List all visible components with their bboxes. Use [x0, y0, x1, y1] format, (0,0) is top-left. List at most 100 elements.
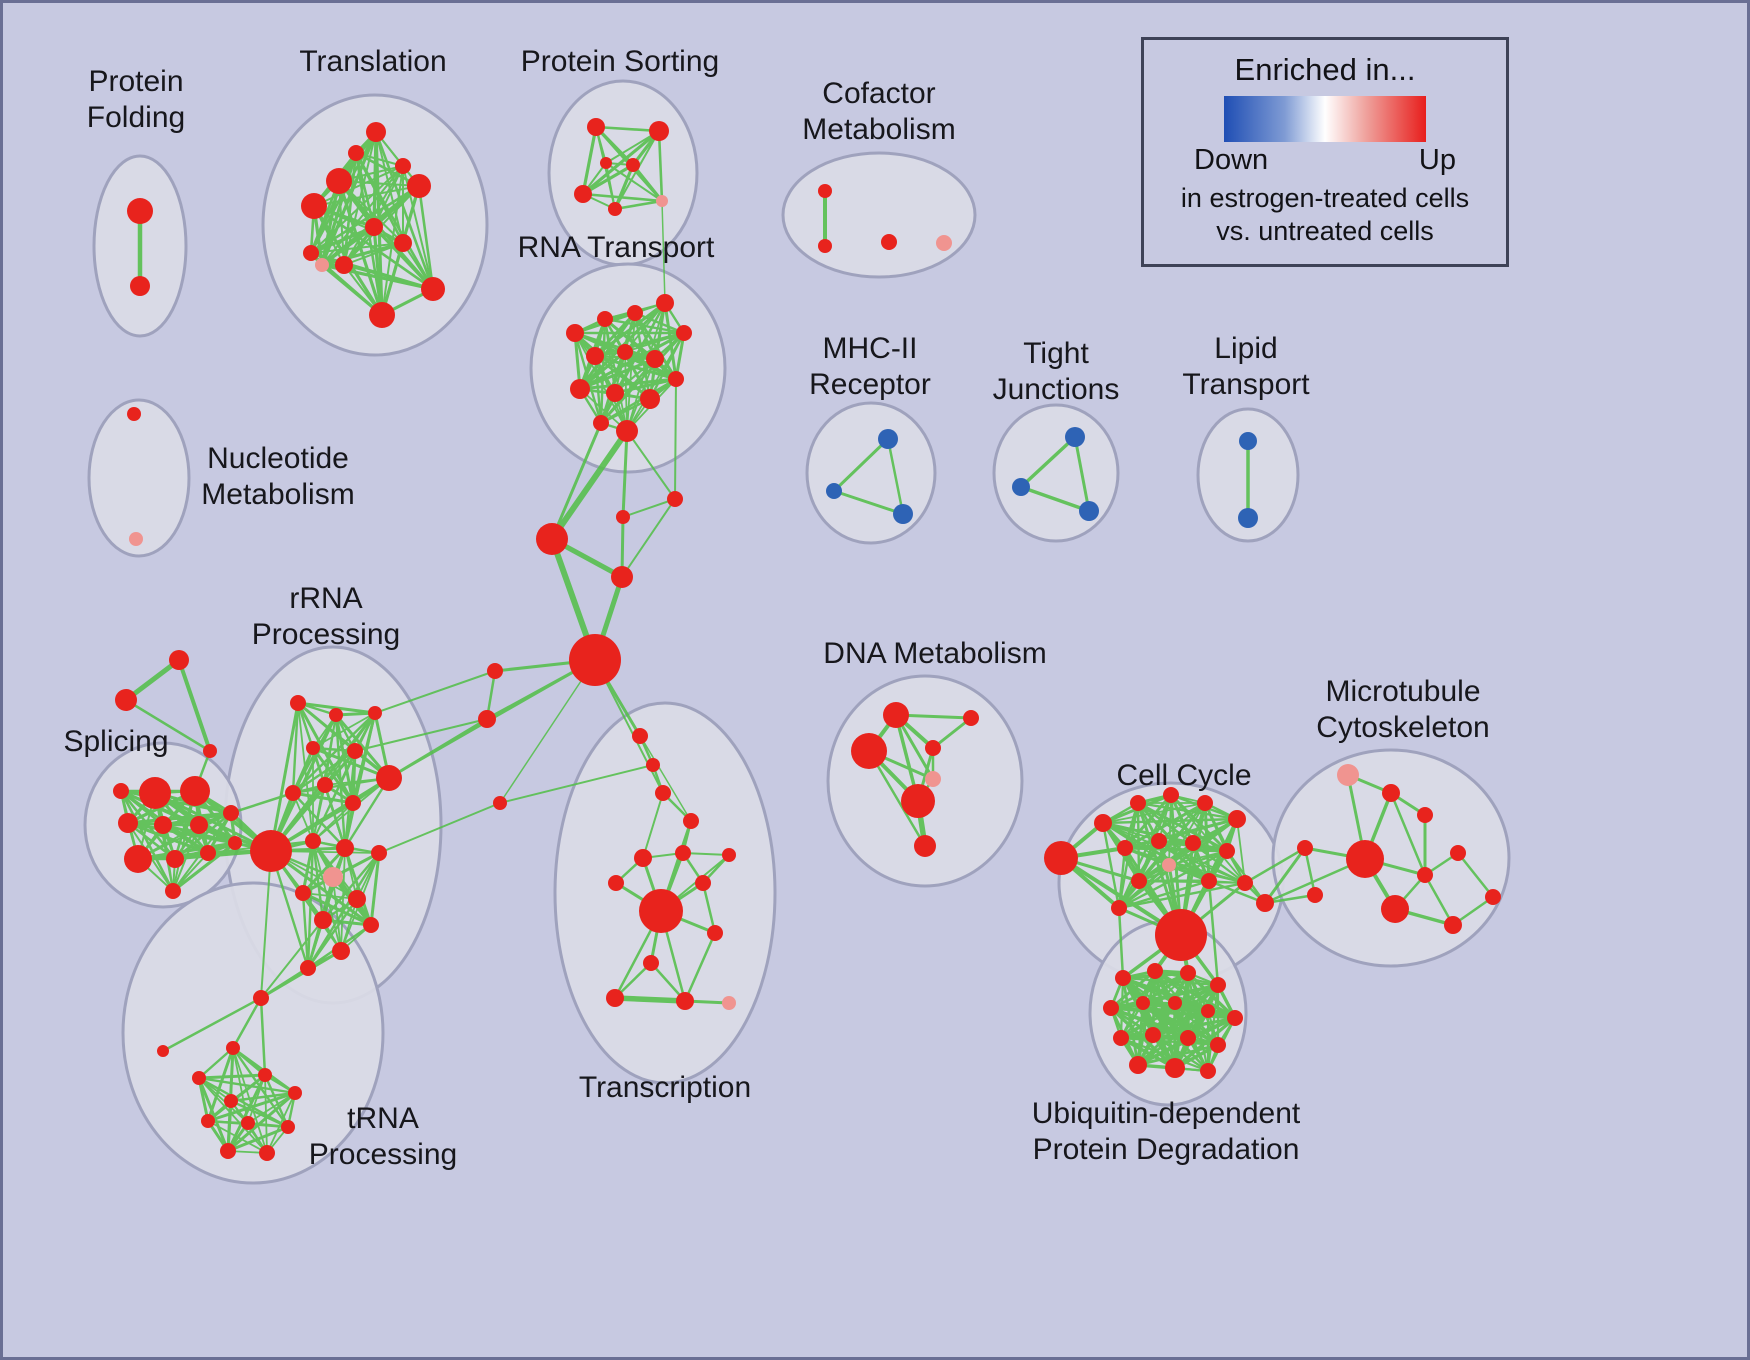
network-edge — [1119, 1001, 1177, 1040]
network-edge — [198, 1077, 249, 1124]
gene-set-node-sp8 — [166, 850, 184, 868]
gene-set-node-cc4 — [1163, 787, 1179, 803]
gene-set-node-tr13 — [395, 158, 411, 174]
gene-set-node-mh3 — [893, 504, 913, 524]
network-edge — [197, 1076, 290, 1129]
legend-down-label: Down — [1194, 144, 1269, 176]
gene-set-node-rr11 — [336, 839, 354, 857]
gene-set-node-sp5 — [190, 816, 208, 834]
network-edge — [1141, 971, 1190, 1005]
legend-scale-labels: Down Up — [1194, 144, 1456, 177]
legend-gradient-bar — [1224, 96, 1426, 142]
legend-desc-line1: in estrogen-treated cells — [1180, 183, 1470, 213]
network-edge — [1117, 881, 1247, 910]
cluster-label-translation: Translation — [299, 45, 446, 78]
gene-set-node-cc13 — [1201, 873, 1217, 889]
gene-set-node-ps5 — [656, 195, 668, 207]
network-edge — [311, 839, 325, 922]
network-edge — [605, 130, 660, 164]
gene-set-node-sp11 — [113, 783, 129, 799]
gene-set-node-rr10 — [305, 833, 321, 849]
gene-set-node-cc15 — [1111, 900, 1127, 916]
gene-set-node-mc2 — [1382, 784, 1400, 802]
network-edge — [291, 776, 391, 795]
gene-set-node-rr5 — [347, 743, 363, 759]
gene-set-node-mid6 — [478, 710, 496, 728]
network-edge — [581, 163, 635, 196]
gene-set-node-tr4 — [407, 174, 431, 198]
gene-set-node-sp1 — [139, 777, 171, 809]
network-edge — [631, 163, 664, 203]
gene-set-node-mc1 — [1337, 764, 1359, 786]
gene-set-node-rr1 — [290, 695, 306, 711]
gene-set-node-tr1 — [301, 193, 327, 219]
gene-set-node-ub8 — [1201, 1004, 1215, 1018]
network-edge — [1117, 879, 1211, 910]
gene-set-node-mc7 — [1450, 845, 1466, 861]
gene-set-node-hub — [569, 634, 621, 686]
network-edge — [206, 1091, 297, 1123]
gene-set-node-cc14 — [1237, 875, 1253, 891]
gene-set-node-tr6 — [369, 302, 395, 328]
gene-set-node-mh1 — [878, 429, 898, 449]
gene-set-node-tn2 — [226, 1041, 240, 1055]
gene-set-node-cc5 — [1197, 795, 1213, 811]
network-edge — [1207, 879, 1220, 987]
network-edge — [832, 489, 905, 516]
network-edge — [226, 1073, 267, 1153]
network-edge — [657, 129, 664, 203]
gene-set-node-cc1 — [1044, 841, 1078, 875]
gene-set-node-cc7 — [1117, 840, 1133, 856]
gene-set-node-ub3 — [1180, 965, 1196, 981]
gene-set-node-sp12 — [228, 836, 242, 850]
gene-set-node-cf2 — [818, 239, 832, 253]
network-edge — [1136, 1036, 1190, 1067]
gene-set-node-rr15 — [348, 890, 366, 908]
network-edge — [229, 1099, 290, 1129]
network-edge — [578, 311, 637, 391]
network-edge — [1019, 435, 1077, 489]
network-edge — [372, 130, 378, 229]
cluster-label-rna-transport: RNA Transport — [518, 231, 715, 264]
network-edge — [1123, 793, 1173, 850]
network-edge — [291, 701, 300, 795]
network-edge — [1236, 818, 1246, 884]
gene-set-node-tc6 — [675, 845, 691, 861]
network-edge — [171, 841, 237, 893]
network-edge — [621, 498, 676, 578]
network-edge — [593, 354, 652, 401]
network-edge — [312, 712, 376, 749]
network-edge — [1158, 818, 1238, 842]
gene-set-node-tr5 — [421, 277, 445, 301]
network-edge — [621, 429, 629, 519]
gene-set-node-mid5 — [487, 663, 503, 679]
network-edge — [373, 165, 404, 228]
cluster-ellipse-mhc-ii-receptor — [805, 401, 937, 545]
gene-set-node-mid2 — [616, 510, 630, 524]
network-edge — [624, 332, 685, 353]
gene-set-node-tr9 — [365, 218, 383, 236]
network-edge — [613, 199, 664, 211]
network-edge — [1389, 791, 1427, 877]
gene-set-node-tc9 — [695, 875, 711, 891]
gene-set-node-tg3 — [203, 744, 217, 758]
network-edge — [1123, 801, 1207, 850]
gene-set-node-rt6 — [586, 347, 604, 365]
network-edge — [1117, 793, 1173, 910]
network-edge — [226, 1125, 290, 1153]
cluster-ellipse-tight-junctions — [992, 403, 1120, 543]
network-edge — [312, 802, 354, 842]
network-edge — [613, 163, 635, 211]
network-edge — [320, 151, 358, 267]
gene-set-node-mc10 — [1307, 887, 1323, 903]
gene-set-node-rr2 — [329, 708, 343, 722]
gene-set-node-tc1 — [632, 728, 648, 744]
gene-set-node-tj1 — [1065, 427, 1085, 447]
network-edge — [291, 749, 357, 795]
network-edge — [226, 1091, 297, 1153]
